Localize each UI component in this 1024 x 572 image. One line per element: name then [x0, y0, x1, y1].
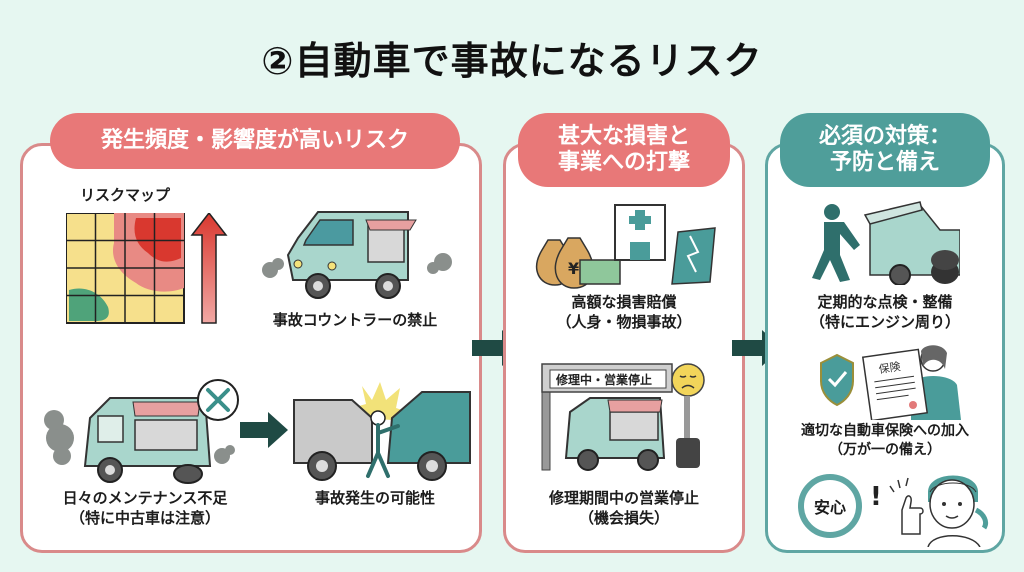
right-arrow-icon [240, 412, 288, 448]
thumbs-up-person-icon [888, 462, 998, 547]
caption-accident-possibility: 事故発生の可能性 [314, 489, 435, 507]
risk-zone-low [69, 288, 109, 321]
caption-business-stop: 修理期間中の営業停止 （機会損失） [548, 489, 699, 528]
caption-maintenance: 日々のメンテナンス不足 （特に中古車は注意） [62, 489, 228, 528]
caption-inspection: 定期的な点検・整備 （特にエンジン周り） [809, 293, 960, 332]
risk-map-chart [66, 213, 236, 333]
relief-badge: 安心 [798, 474, 862, 538]
mechanic-icon [810, 200, 960, 285]
repair-shop-icon: 修理中・営業停止 [540, 362, 720, 472]
page-title: ②自動車で事故になるリスク [261, 39, 763, 83]
caption-insurance: 適切な自動車保険への加入 （万が一の備え） [801, 423, 969, 458]
risk-panel-header: 発生頻度・影響度が高いリスク [50, 113, 460, 169]
risk-map-label: リスクマップ [79, 186, 170, 204]
risk-panel-header-text: 発生頻度・影響度が高いリスク [100, 127, 409, 153]
food-truck-broken-icon [40, 378, 240, 488]
risk-up-arrow-icon [190, 213, 228, 324]
money-hospital-icon: ¥ [530, 200, 720, 290]
svg-text:¥: ¥ [568, 259, 579, 278]
car-crash-icon [292, 378, 472, 483]
damage-panel-header: 甚大な損害と 事業への打撃 [518, 113, 730, 187]
insurance-icon: 保険 [815, 345, 965, 420]
food-truck-smoke-icon [258, 200, 458, 305]
solution-panel-header: 必須の対策： 予防と備え [780, 113, 990, 187]
exclamation-mark: ! [870, 482, 882, 512]
caption-compensation: 高額な損害賠償 （人身・物損事故） [556, 293, 692, 332]
repair-sign-text: 修理中・営業停止 [555, 372, 652, 387]
insurance-doc-label: 保険 [878, 359, 902, 376]
caption-accident-counter: 事故コウントラーの禁止 [272, 311, 438, 329]
